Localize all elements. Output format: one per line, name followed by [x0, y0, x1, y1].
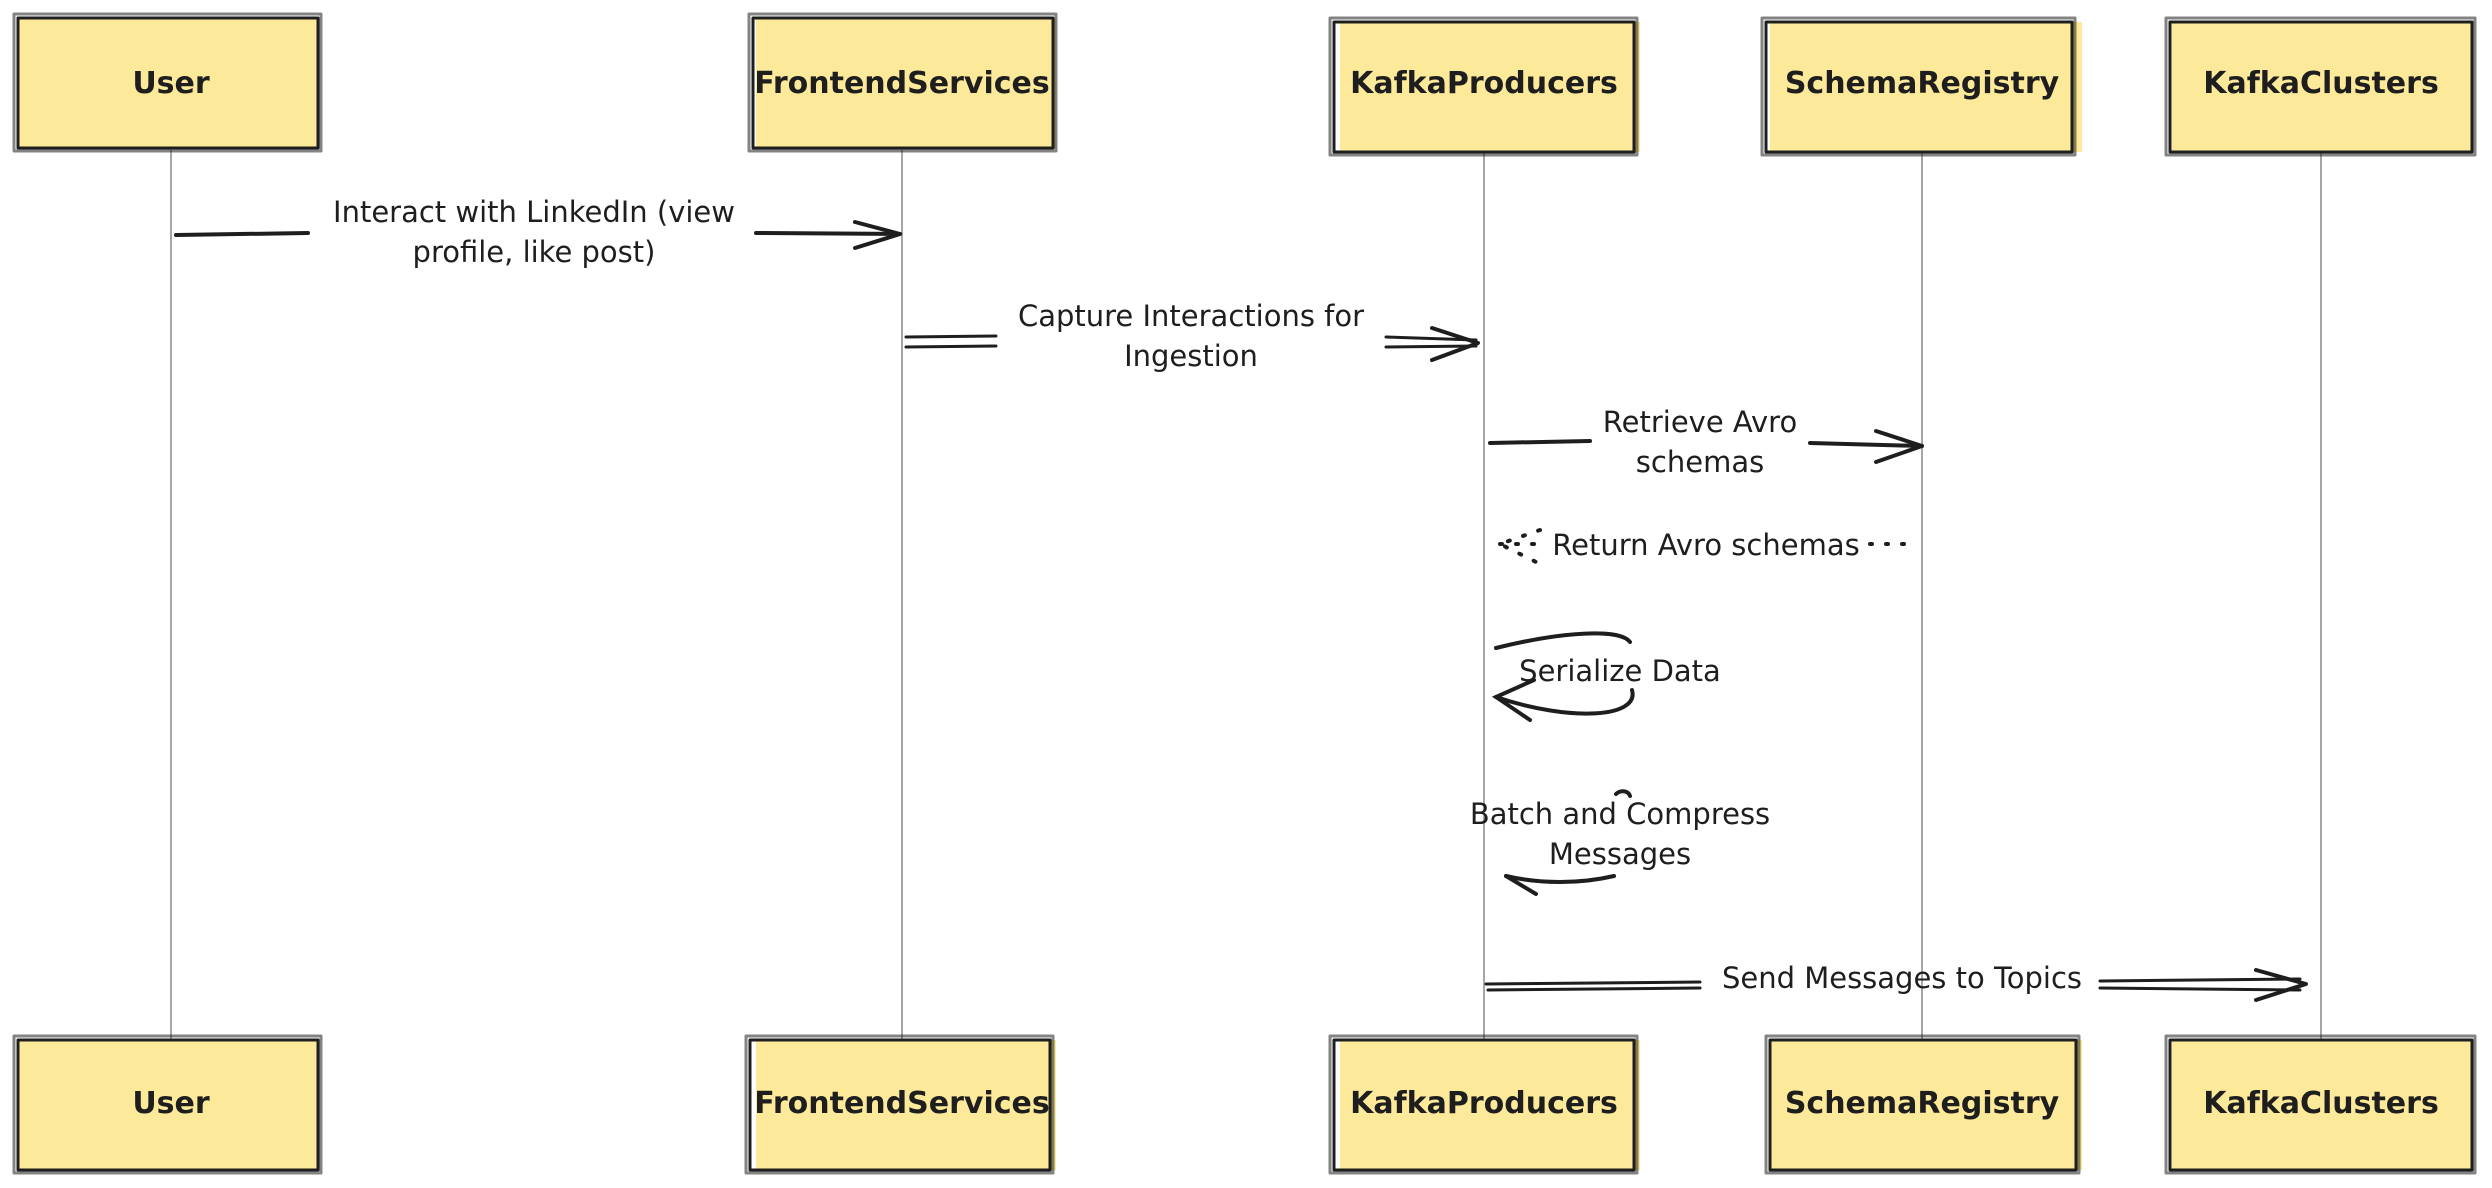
message-capture: Capture Interactions for Ingestion: [904, 299, 1480, 373]
participant-top-user: User: [12, 12, 323, 153]
message-label: schemas: [1636, 445, 1764, 479]
participant-label: SchemaRegistry: [1785, 66, 2060, 101]
message-label: profile, like post): [413, 235, 656, 269]
message-label: Serialize Data: [1519, 654, 1721, 688]
participant-bottom-frontend: FrontendServices: [744, 1034, 1056, 1175]
participant-top-clusters: KafkaClusters: [2164, 16, 2477, 157]
participant-label: KafkaClusters: [2203, 1086, 2439, 1121]
participant-top-registry: SchemaRegistry: [1760, 16, 2082, 157]
participant-label: SchemaRegistry: [1785, 1086, 2060, 1121]
message-interact: Interact with LinkedIn (view profile, li…: [174, 195, 902, 269]
participant-bottom-producers: KafkaProducers: [1328, 1034, 1640, 1175]
message-batch: Batch and Compress Messages: [1470, 789, 1770, 896]
message-label: Return Avro schemas: [1552, 528, 1859, 562]
message-label: Messages: [1549, 837, 1691, 871]
participant-label: KafkaClusters: [2203, 66, 2439, 101]
message-send: Send Messages to Topics: [1484, 961, 2308, 1002]
message-label: Batch and Compress: [1470, 797, 1770, 831]
message-label: Interact with LinkedIn (view: [333, 195, 735, 229]
participant-label: User: [132, 1086, 210, 1121]
participant-bottom-user: User: [12, 1034, 323, 1175]
participant-top-frontend: FrontendServices: [747, 12, 1058, 153]
message-label: Send Messages to Topics: [1722, 961, 2082, 995]
message-return: Return Avro schemas: [1494, 528, 1914, 564]
participant-bottom-registry: SchemaRegistry: [1764, 1034, 2082, 1175]
message-label: Capture Interactions for: [1018, 299, 1364, 333]
participant-bottom-clusters: KafkaClusters: [2164, 1034, 2477, 1175]
participant-label: KafkaProducers: [1350, 1086, 1618, 1121]
participant-label: FrontendServices: [754, 66, 1049, 101]
message-label: Ingestion: [1124, 339, 1258, 373]
participant-label: FrontendServices: [754, 1086, 1049, 1121]
participant-top-producers: KafkaProducers: [1328, 16, 1640, 157]
participant-label: KafkaProducers: [1350, 66, 1618, 101]
message-serialize: Serialize Data: [1491, 631, 1721, 722]
message-label: Retrieve Avro: [1603, 405, 1797, 439]
participant-label: User: [132, 66, 210, 101]
message-retrieve: Retrieve Avro schemas: [1488, 405, 1924, 479]
